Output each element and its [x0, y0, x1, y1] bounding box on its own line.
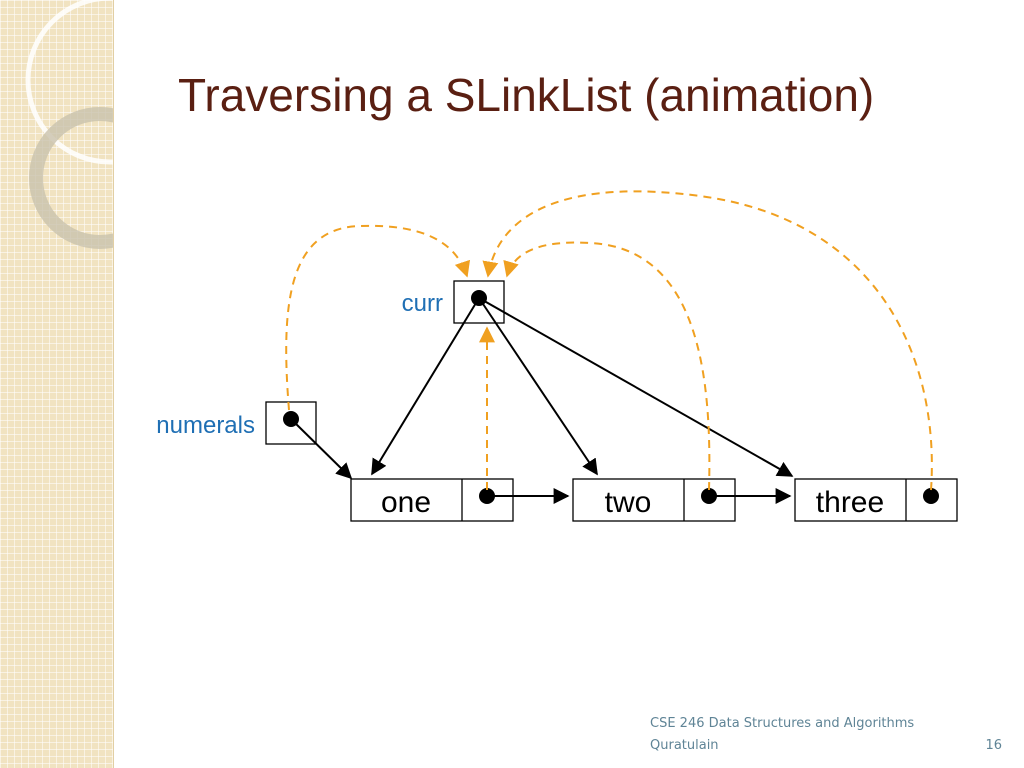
arrow-curr-to-three: [478, 297, 794, 477]
footer-author: Quratulain: [650, 738, 719, 753]
list-node-three: three: [794, 478, 958, 522]
arrow-numerals-to-one: [290, 418, 353, 480]
slide-title: Traversing a SLinkList (animation): [178, 69, 875, 121]
footer-course-name: CSE 246 Data Structures and Algorithms: [650, 716, 915, 731]
arrow-curr-to-one: [371, 297, 480, 476]
curr-label: curr: [402, 290, 443, 317]
page-number: 16: [985, 738, 1002, 753]
list-node-one: one: [350, 478, 514, 522]
node-next-dot-three: [923, 488, 939, 504]
dashed-arrow-two-to-curr: [503, 241, 711, 491]
dashed-arrow-three-to-curr: [482, 190, 933, 491]
arrow-curr-to-two: [478, 297, 598, 476]
decorative-rings: [25, 0, 113, 249]
node-value-one: one: [381, 486, 431, 519]
dashed-arrow-numerals-to-curr: [285, 224, 471, 411]
numerals-label: numerals: [156, 412, 255, 439]
node-value-two: two: [605, 486, 652, 519]
decorative-side-strip: [0, 0, 114, 768]
list-node-two: two: [572, 478, 736, 522]
node-value-three: three: [816, 486, 884, 519]
